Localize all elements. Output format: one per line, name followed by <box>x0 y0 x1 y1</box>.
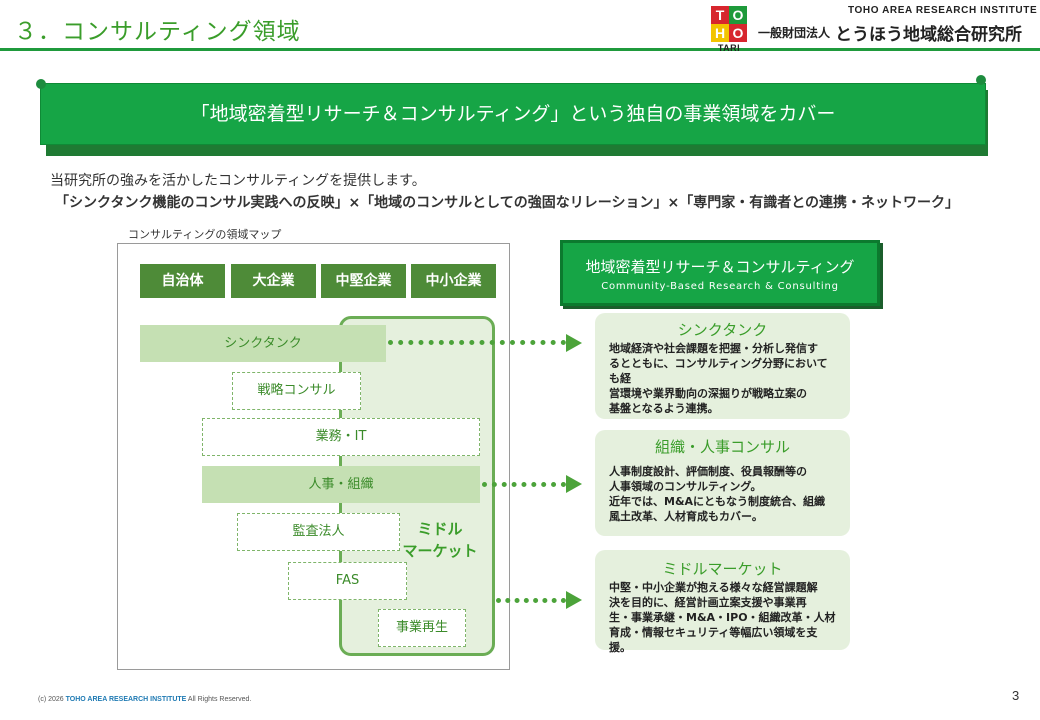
chip-hr-organization: 人事・組織 <box>202 466 480 503</box>
card-title: シンクタンク <box>677 321 768 339</box>
card-body: 地域経済や社会課題を把握・分析し発信す るとともに、コンサルティング分野において… <box>609 342 828 415</box>
org-type: 一般財団法人 <box>758 26 831 40</box>
crbc-subtitle: Community-Based Research & Consulting <box>601 281 839 292</box>
column-header-municipality: 自治体 <box>140 264 225 298</box>
card-think-tank: シンクタンク 地域経済や社会課題を把握・分析し発信す るとともに、コンサルティン… <box>595 313 850 419</box>
logo-letter-4: O <box>729 24 747 42</box>
logo-letter-2: O <box>729 6 747 24</box>
chip-think-tank: シンクタンク <box>140 325 386 362</box>
page-number: 3 <box>1012 688 1020 703</box>
column-header-mid-enterprise: 中堅企業 <box>321 264 406 298</box>
domain-map <box>117 243 510 670</box>
logo-caption: TARI <box>717 43 741 53</box>
column-header-sme: 中小企業 <box>411 264 496 298</box>
crbc-header: 地域密着型リサーチ＆コンサルティング Community-Based Resea… <box>560 240 880 306</box>
banner <box>40 83 986 145</box>
page-title: ３．コンサルティング領域 <box>14 19 301 45</box>
card-body: 中堅・中小企業が抱える様々な経営課題解 決を目的に、経営計画立案支援や事業再 生… <box>609 581 836 654</box>
arrow-hr-organization <box>482 482 566 487</box>
chip-audit-firm: 監査法人 <box>237 513 400 551</box>
chip-business-it: 業務・IT <box>202 418 480 456</box>
arrow-head-icon <box>566 334 582 352</box>
map-caption: コンサルティングの領域マップ <box>128 228 282 241</box>
card-body: 人事制度設計、評価制度、役員報酬等の 人事領域のコンサルティング。 近年では、M… <box>609 465 826 523</box>
logo-letter-3: H <box>711 24 729 42</box>
card-middle-market: ミドルマーケット 中堅・中小企業が抱える様々な経営課題解 決を目的に、経営計画立… <box>595 550 850 654</box>
card-title: ミドルマーケット <box>662 560 783 578</box>
org-name: とうほう地域総合研究所 <box>835 25 1022 45</box>
chip-strategy-consulting: 戦略コンサル <box>232 372 361 410</box>
column-header-large-enterprise: 大企業 <box>231 264 316 298</box>
card-hr-consulting: 組織・人事コンサル 人事制度設計、評価制度、役員報酬等の 人事領域のコンサルティ… <box>595 430 850 536</box>
chip-fas: FAS <box>288 562 407 600</box>
org-logo: T O H O <box>711 6 747 42</box>
arrow-think-tank <box>388 340 566 345</box>
banner-corner-dot <box>36 79 46 89</box>
card-title: 組織・人事コンサル <box>654 438 790 456</box>
logo-letter-1: T <box>711 6 729 24</box>
banner-text: 「地域密着型リサーチ＆コンサルティング」という独自の事業領域をカバー <box>190 103 836 125</box>
arrow-head-icon <box>566 591 582 609</box>
chip-business-revitalization: 事業再生 <box>378 609 466 647</box>
crbc-title: 地域密着型リサーチ＆コンサルティング <box>585 258 855 276</box>
intro-strengths: 「シンクタンク機能のコンサル実践への反映」×「地域のコンサルとしての強固なリレー… <box>55 195 960 211</box>
footer-copyright: (c) 2026 TOHO AREA RESEARCH INSTITUTE Al… <box>38 696 252 703</box>
intro-text: 当研究所の強みを活かしたコンサルティングを提供します。 <box>50 173 426 189</box>
banner-corner-dot <box>976 75 986 85</box>
arrow-head-icon <box>566 475 582 493</box>
org-name-english: TOHO AREA RESEARCH INSTITUTE <box>848 5 1038 16</box>
middle-market-label: ミドル マーケット <box>402 520 478 560</box>
arrow-middle-market <box>496 598 566 603</box>
title-divider <box>0 48 1040 51</box>
